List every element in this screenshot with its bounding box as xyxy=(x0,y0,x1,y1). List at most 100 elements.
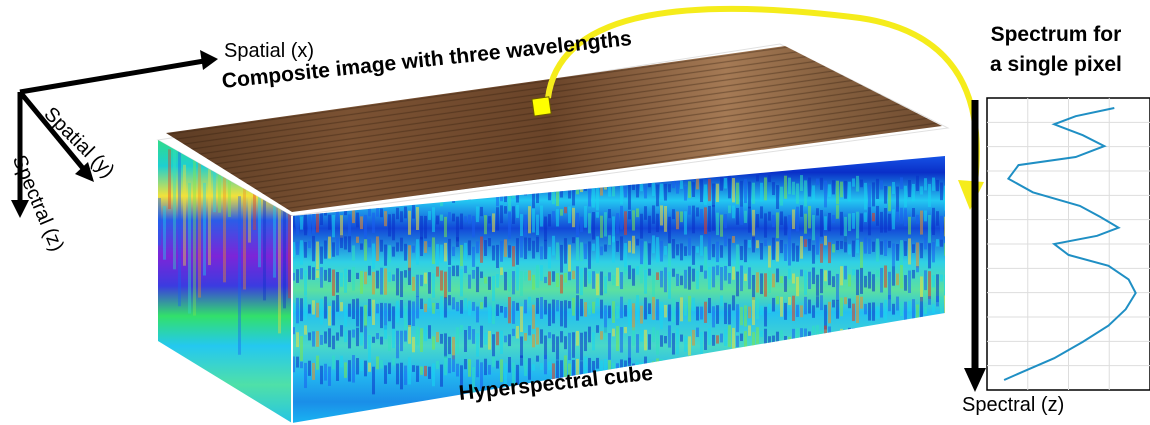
spectral-stripe xyxy=(568,363,571,384)
spectral-stripe xyxy=(380,360,383,369)
spectral-stripe xyxy=(300,298,303,322)
spectral-stripe xyxy=(836,335,839,354)
spectral-stripe xyxy=(540,246,543,260)
spectral-stripe xyxy=(812,325,815,334)
spectral-stripe xyxy=(396,242,399,252)
spectral-stripe xyxy=(932,327,935,344)
spectral-stripe xyxy=(872,274,875,292)
spectral-stripe xyxy=(388,245,391,263)
spectral-stripe xyxy=(936,331,939,343)
spectral-stripe xyxy=(424,215,427,239)
spectral-stripe xyxy=(472,270,475,279)
spectral-stripe xyxy=(488,276,491,290)
spectral-stripe xyxy=(624,326,627,334)
spectral-stripe xyxy=(832,299,835,308)
spectral-stripe xyxy=(364,325,367,349)
spectral-stripe xyxy=(396,363,399,385)
spectral-stripe xyxy=(596,325,599,333)
spectral-stripe xyxy=(820,243,823,263)
spectral-stripe xyxy=(888,240,891,248)
spectral-stripe xyxy=(832,180,835,195)
spectral-stripe xyxy=(588,241,591,269)
spectral-stripe xyxy=(908,270,911,293)
spectral-stripe xyxy=(536,327,539,345)
spectral-stripe xyxy=(292,242,295,258)
spectral-stripe xyxy=(936,296,939,307)
spectral-stripe xyxy=(696,270,699,290)
spectral-stripe xyxy=(872,302,875,321)
spectral-stripe xyxy=(836,365,839,375)
spectral-stripe xyxy=(688,266,691,290)
spectral-stripe xyxy=(572,207,575,228)
spectral-stripe xyxy=(844,265,847,280)
spectral-stripe xyxy=(336,332,339,341)
spectral-stripe xyxy=(808,331,811,340)
spectral-stripe xyxy=(916,175,919,192)
spectral-stripe xyxy=(884,325,887,348)
spectral-stripe xyxy=(848,213,851,232)
spectral-stripe xyxy=(352,355,355,383)
spectral-stripe xyxy=(876,362,879,377)
spectral-stripe xyxy=(352,329,355,338)
spectral-stripe xyxy=(416,326,419,346)
spectral-stripe xyxy=(820,268,823,294)
spectral-stripe xyxy=(864,182,867,210)
spectral-stripe xyxy=(920,332,923,351)
spectral-stripe xyxy=(744,239,747,263)
spectral-stripe xyxy=(868,238,871,254)
spectral-stripe xyxy=(324,240,327,259)
spectral-stripe xyxy=(504,335,507,343)
spectral-stripe xyxy=(384,325,387,339)
spectral-stripe xyxy=(848,327,851,347)
spectral-stripe xyxy=(356,298,359,327)
spectral-stripe xyxy=(316,210,319,233)
spectral-stripe xyxy=(432,237,435,265)
spectral-stripe xyxy=(384,268,387,295)
spectral-stripe xyxy=(908,238,911,265)
spectral-stripe xyxy=(580,361,583,377)
spectral-stripe xyxy=(896,296,899,311)
spectral-stripe xyxy=(688,205,691,215)
spectral-stripe xyxy=(440,296,443,320)
spectral-stripe xyxy=(884,239,887,257)
spectral-stripe xyxy=(596,298,599,306)
spectral-stripe xyxy=(856,239,859,254)
spectral-stripe xyxy=(340,235,343,249)
spectral-stripe xyxy=(692,268,695,282)
spectral-stripe xyxy=(368,239,371,248)
spectral-stripe xyxy=(320,334,323,345)
spectral-stripe xyxy=(496,360,499,369)
spectral-stripe xyxy=(408,267,411,285)
spectral-stripe xyxy=(732,266,735,280)
spectral-stripe xyxy=(656,272,659,280)
spectral-stripe xyxy=(724,302,727,325)
spectral-stripe xyxy=(780,211,783,225)
spectral-stripe xyxy=(504,206,507,214)
spectral-stripe xyxy=(820,210,823,237)
spectral-stripe xyxy=(796,183,799,204)
spectral-stripe xyxy=(444,355,447,376)
spectral-stripe xyxy=(312,331,315,347)
spectral-stripe xyxy=(832,333,835,341)
spectral-stripe xyxy=(920,186,923,195)
spectral-stripe xyxy=(440,364,443,387)
spectral-stripe xyxy=(376,206,379,217)
spectral-stripe xyxy=(296,356,299,368)
spectral-stripe xyxy=(792,243,795,262)
spectral-stripe xyxy=(400,237,403,252)
spectral-stripe xyxy=(536,235,539,253)
spectral-stripe xyxy=(936,239,939,247)
spectral-stripe xyxy=(584,243,587,260)
spectral-stripe xyxy=(348,360,351,382)
spectral-stripe xyxy=(556,185,559,207)
spectral-stripe xyxy=(544,335,547,360)
spectral-stripe xyxy=(308,265,311,280)
spectral-stripe xyxy=(740,246,743,261)
spectral-stripe xyxy=(796,327,799,339)
spectral-stripe xyxy=(892,266,895,286)
spectral-stripe xyxy=(588,357,591,383)
spectral-stripe xyxy=(808,299,811,314)
spectral-stripe xyxy=(692,329,695,346)
side-stripe xyxy=(208,169,211,266)
spectral-stripe xyxy=(476,333,479,357)
